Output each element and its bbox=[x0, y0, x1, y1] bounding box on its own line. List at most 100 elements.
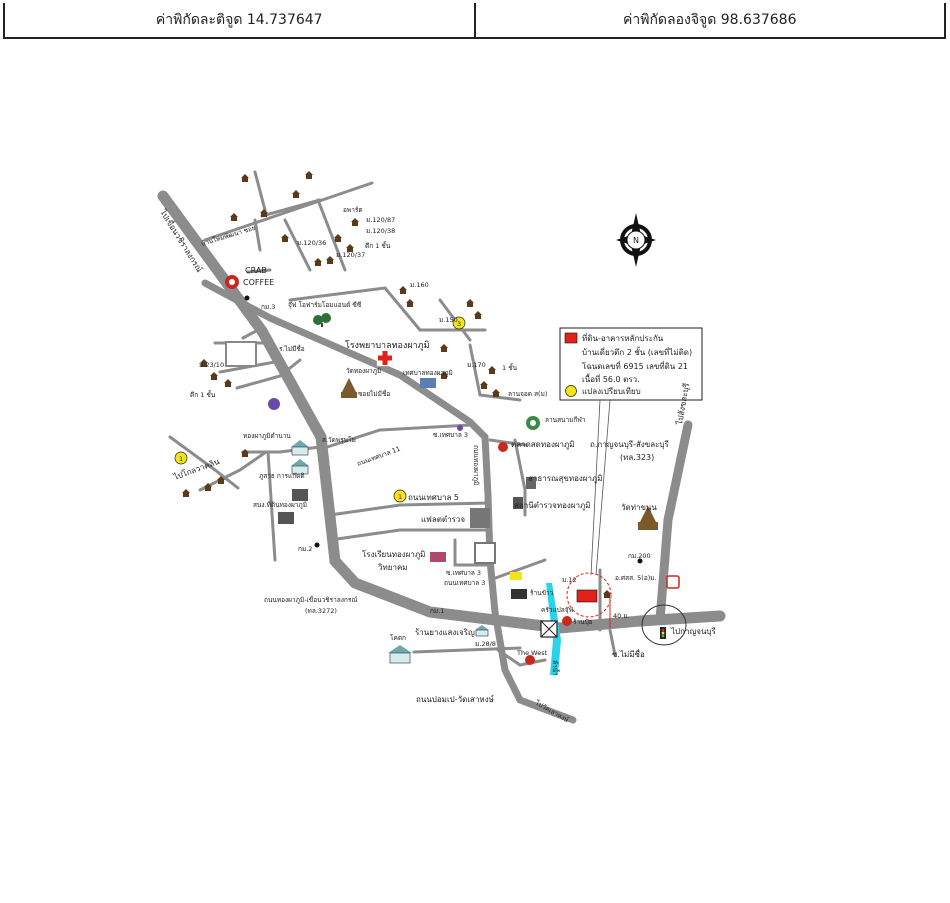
coordinate-table: ค่าพิกัดละติจูด 14.737647 ค่าพิกัดลองจิจ… bbox=[3, 3, 946, 39]
grid-building-icon bbox=[225, 341, 257, 367]
temple-icon bbox=[341, 378, 357, 398]
building-icon bbox=[291, 459, 309, 475]
comparable-1b-number: 1 bbox=[398, 493, 402, 501]
flat-icon bbox=[470, 508, 490, 528]
label-km1: กม.1 bbox=[430, 607, 444, 615]
legend-subject-1: ที่ดิน-อาคารหลักประกัน bbox=[582, 332, 664, 343]
pin-icon bbox=[637, 558, 643, 564]
label-ch-tessaban: ซ.เทศบาล 3 bbox=[433, 431, 468, 439]
landmark-icons bbox=[225, 275, 680, 665]
house-green-icon bbox=[388, 645, 412, 664]
road-network bbox=[157, 170, 726, 724]
comparable-1-number: 1 bbox=[179, 455, 183, 463]
label-soi-hospital: ซอยไม่มีชื่อ bbox=[358, 389, 390, 398]
label-rd-thong: ถนนทองผาภูมิ bbox=[472, 445, 480, 485]
label-shop-ket: ร้านปุ๋ย bbox=[573, 618, 593, 626]
label-soi-no: ซ.ไม่มีชื่อ bbox=[612, 648, 645, 659]
house-icon bbox=[474, 311, 482, 319]
north-arrow-icon: N bbox=[616, 213, 656, 267]
house-icon bbox=[200, 359, 208, 367]
road-highway-323 bbox=[655, 420, 693, 625]
comparable-marker-icon bbox=[565, 385, 577, 397]
house-icon bbox=[440, 371, 448, 379]
clinic-icon bbox=[526, 477, 536, 489]
label-wat-tha: วัดท่าขนุน bbox=[621, 503, 657, 512]
house-icon bbox=[488, 366, 496, 374]
crab-coffee-icon bbox=[225, 275, 239, 289]
legend-subject-3: โฉนดเลขที่ 6915 เลขที่ดิน 21 bbox=[582, 360, 688, 371]
house-green-icon bbox=[475, 625, 489, 637]
longitude-cell: ค่าพิกัดลองจิจูด 98.637686 bbox=[473, 3, 945, 37]
house-icon bbox=[326, 256, 334, 264]
latitude-cell: ค่าพิกัดละติจูด 14.737647 bbox=[155, 12, 323, 28]
pin-icon bbox=[244, 295, 250, 301]
house-icon bbox=[281, 234, 289, 242]
label-tessaban11: ถนนเทศบาล 11 bbox=[356, 445, 402, 468]
legend: ที่ดิน-อาคารหลักประกัน บ้านเดี่ยวตึก 2 ช… bbox=[559, 327, 703, 401]
label-village-road: บ้านใหม่พัฒนา ชอย bbox=[200, 224, 256, 248]
label-120-36: ม.120/36 bbox=[297, 239, 326, 247]
label-waterfront: ร้านข้าว bbox=[530, 589, 554, 597]
label-school: โรงเรียนทองผาภูมิ bbox=[362, 549, 425, 560]
label-clinic: สาธารณสุขทองผาภูมิ bbox=[528, 474, 603, 484]
label-crab: CRAB bbox=[245, 266, 267, 275]
label-stadium: ลานสนามกีฬา bbox=[545, 416, 586, 424]
house-icon bbox=[480, 381, 488, 389]
traffic-light-junction bbox=[641, 604, 687, 646]
house-icons bbox=[182, 171, 611, 598]
shop-icon bbox=[511, 589, 527, 599]
house-icon bbox=[305, 171, 313, 179]
label-m170: ม.170 bbox=[467, 361, 486, 369]
label-km-sub: อ.ศสส. 5(อ)ม. bbox=[615, 574, 657, 582]
house-icon bbox=[260, 209, 268, 217]
minor-streets bbox=[168, 170, 617, 667]
label-st-wat: ส.วัดพรุนโม bbox=[322, 436, 356, 444]
label-km200: กม.200 bbox=[628, 552, 651, 560]
gas-icon bbox=[510, 572, 522, 580]
house-icon bbox=[182, 489, 190, 497]
grid-building-icon bbox=[474, 542, 496, 564]
subject-site: 40 ม. bbox=[566, 572, 630, 628]
label-main-road-2: (ทล.3272) bbox=[305, 607, 337, 615]
highway-sign-icon bbox=[666, 575, 680, 589]
label-stone: ตึก 1 ชั้น bbox=[365, 241, 391, 250]
pin-icon bbox=[314, 542, 320, 548]
label-coffee: COFFEE bbox=[243, 278, 274, 287]
the-west-icon bbox=[525, 655, 535, 665]
purple-marker-icon bbox=[457, 425, 463, 431]
label-road-south: ถนนปอมเป-วัดเสาหงษ์ bbox=[416, 694, 494, 704]
label-apt: อพาร์ต bbox=[343, 206, 363, 214]
comparable-3-icon bbox=[452, 316, 466, 330]
label-one-floor: 1 ชั้น bbox=[502, 363, 518, 372]
building-icon bbox=[292, 489, 308, 501]
label-municipal: เทศบาลทองผาภูมิ bbox=[403, 369, 453, 377]
label-flat: แฟลตตำรวจ bbox=[421, 515, 465, 524]
house-icon bbox=[406, 299, 414, 307]
label-120-87: ม.120/87 bbox=[366, 216, 395, 224]
label-120-37: ม.120/37 bbox=[336, 251, 365, 259]
hospital-icon bbox=[376, 349, 394, 367]
north-letter: N bbox=[633, 236, 639, 245]
label-hwy2: (ทล.323) bbox=[620, 453, 654, 462]
house-icon bbox=[204, 483, 212, 491]
label-m160: ม.160 bbox=[410, 281, 429, 289]
tree-icon bbox=[313, 313, 331, 327]
purple-marker-icon bbox=[268, 398, 280, 410]
map-labels: ไปเขื่อนวชิราลงกรณ์ บ้านใหม่พัฒนา ชอย ม.… bbox=[158, 206, 717, 725]
leader-lines bbox=[590, 399, 611, 576]
legend-subject-4: เนื้อที่ 56.0 ตรว. bbox=[582, 373, 640, 384]
label-to-wat: ไปวัดเสาหงษ์ bbox=[533, 698, 570, 724]
label-school-junction: จุ๊ฟ โอฟาร์มโอมแอนด์ ซีซี bbox=[288, 301, 362, 309]
building-icon bbox=[291, 440, 309, 456]
house-icon bbox=[230, 213, 238, 221]
house-icon bbox=[224, 379, 232, 387]
market-icon bbox=[498, 442, 508, 452]
label-main-road-1: ถนนทองผาภูมิ-เขื่อนวชิราลงกรณ์ bbox=[264, 595, 357, 604]
comparable-1-icon bbox=[174, 451, 188, 465]
label-hospital: โรงพยาบาลทองผาภูมิ bbox=[345, 340, 430, 351]
house-icon bbox=[440, 344, 448, 352]
label-m12: ม.12 bbox=[562, 576, 577, 584]
road-main-west bbox=[157, 190, 726, 634]
office-icon bbox=[420, 378, 436, 388]
